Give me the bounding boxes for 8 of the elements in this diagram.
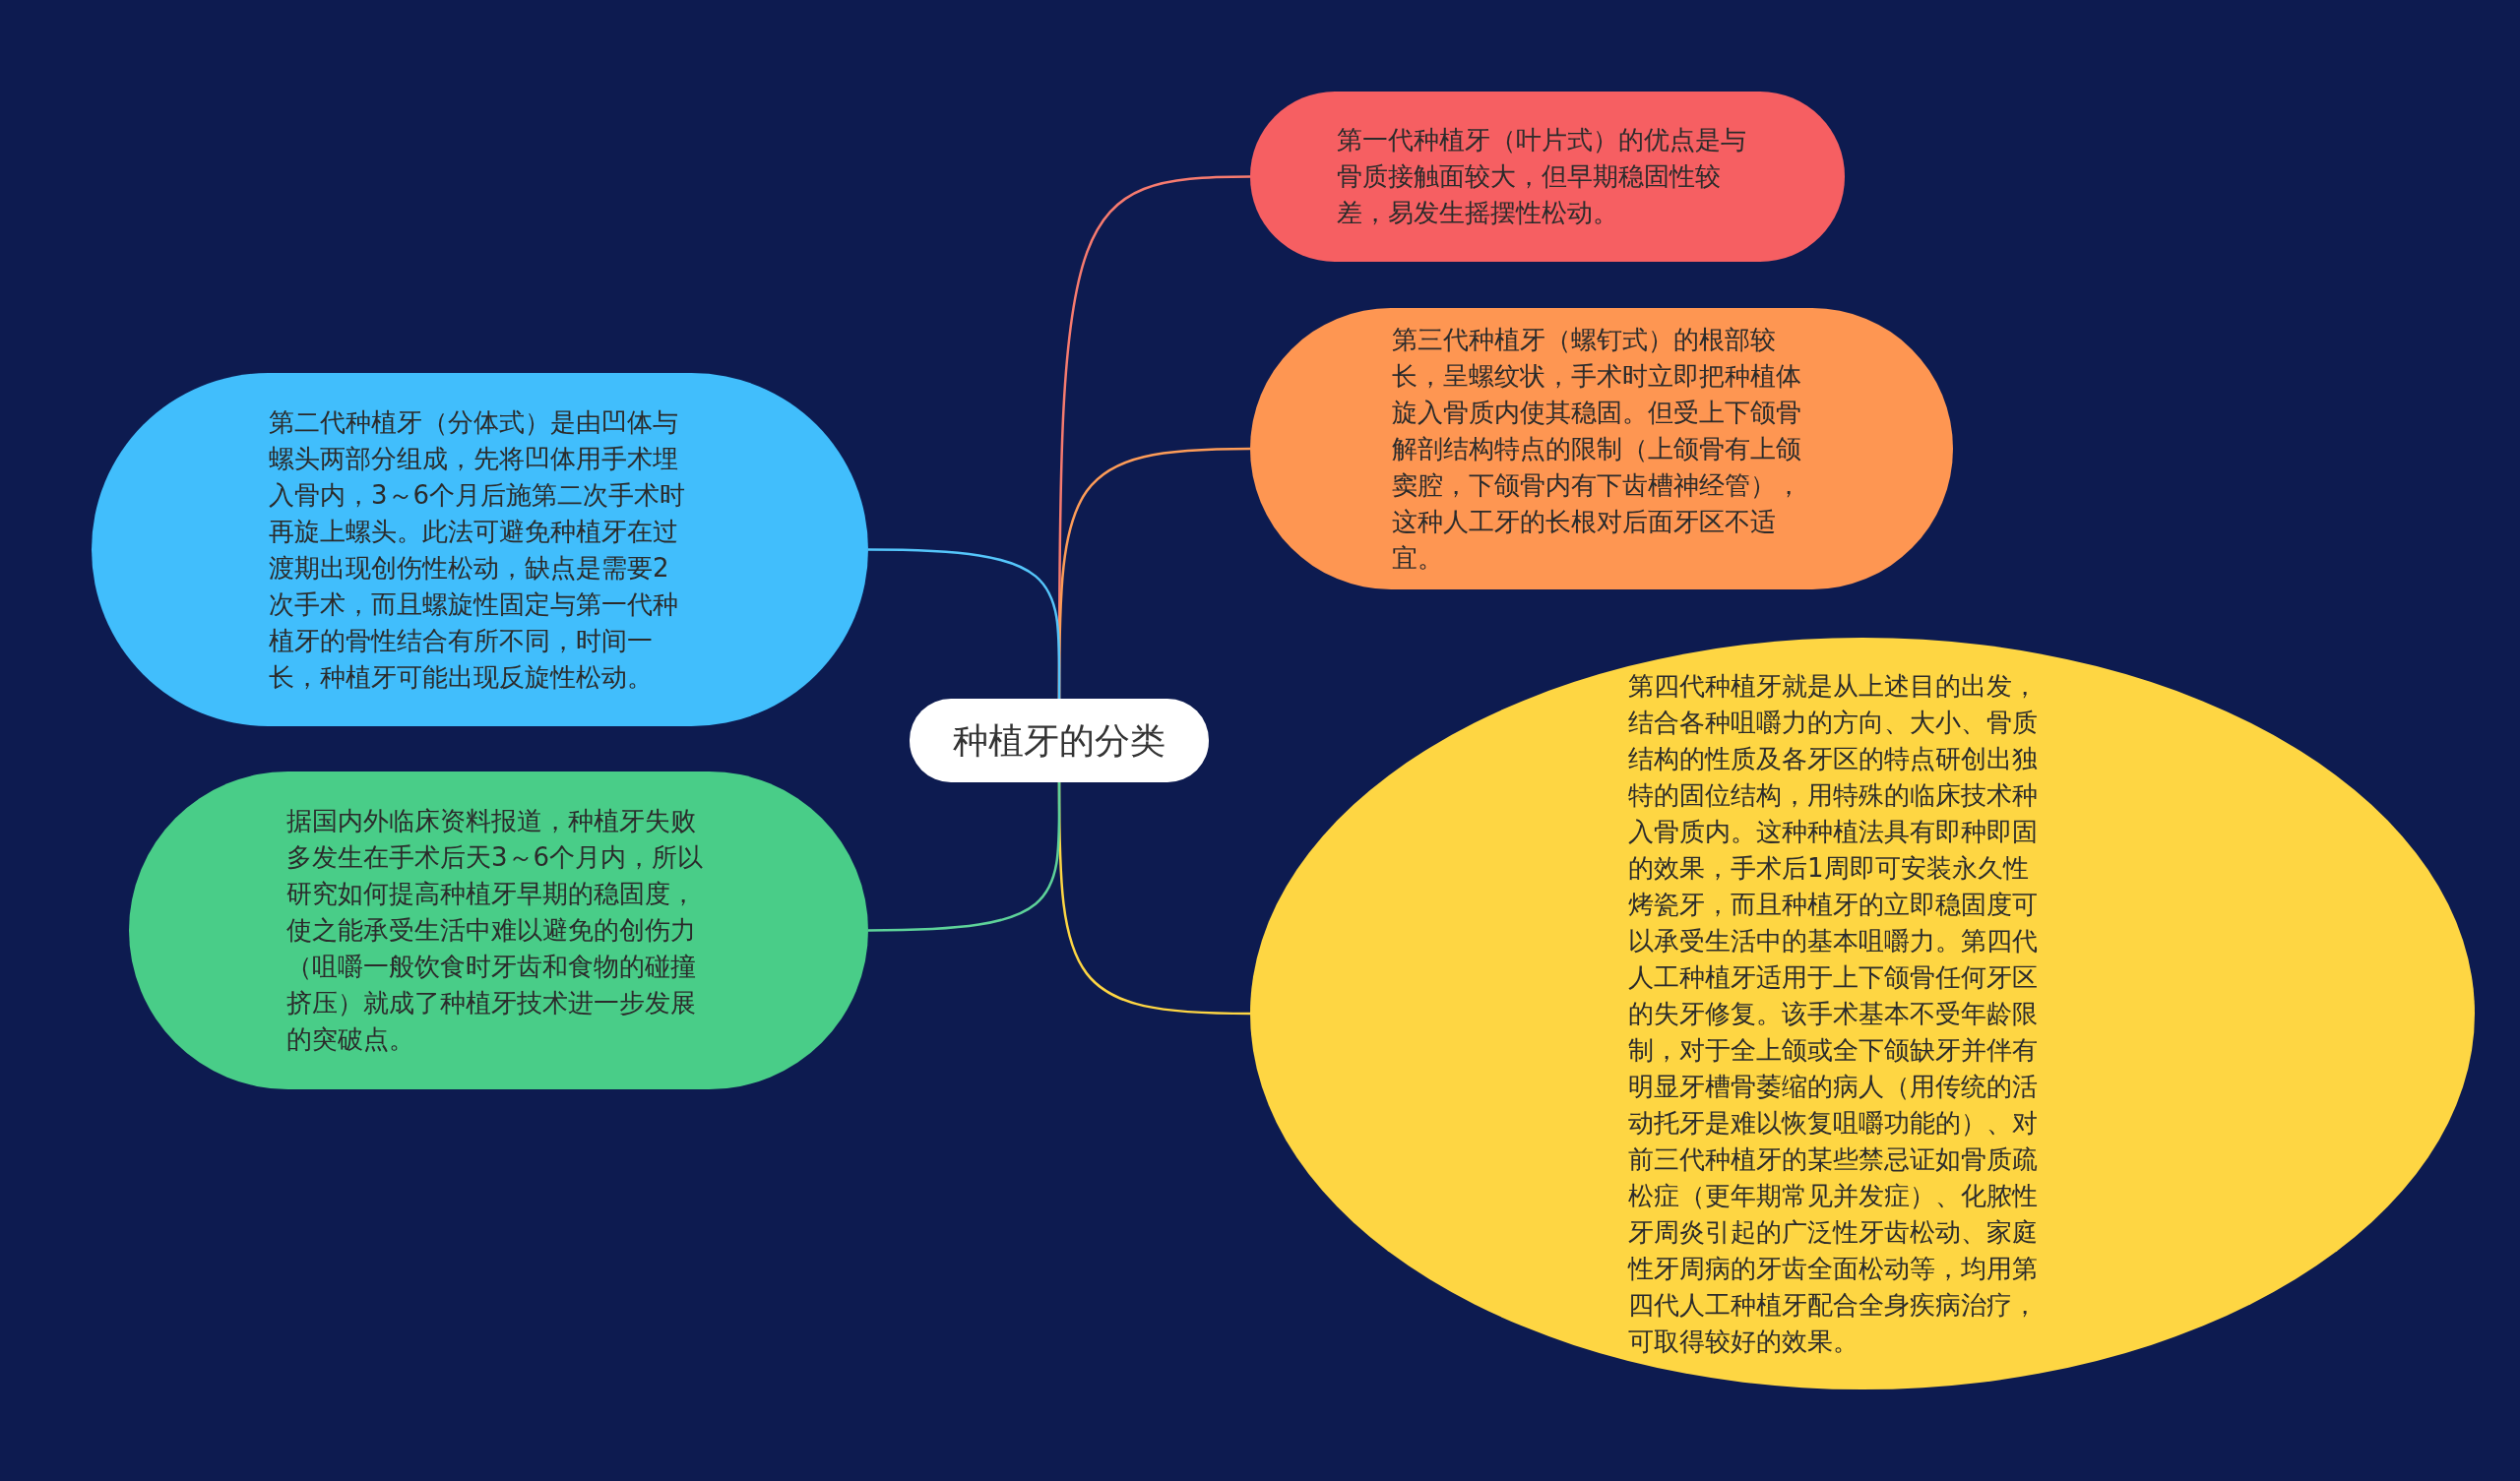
branch-topic-text: 据国内外临床资料报道，种植牙失败多发生在手术后天3～6个月内，所以研究如何提高种植牙早期的稳固度，使之能承受生活中难以避免的创伤力（咀嚼一般饮食时牙齿和食物的碰撞挤压）就成了种植牙技术进一步发展的突破点。 bbox=[286, 805, 705, 1056]
connector-line bbox=[868, 782, 1061, 932]
branch-topic-text: 第四代种植牙就是从上述目的出发，结合各种咀嚼力的方向、大小、骨质结构的性质及各牙区的特点研创出独特的固位结构，用特殊的临床技术种入骨质内。这种种植法具有即种即固的效果，手术后1周即可安装永久性烤瓷牙，而且种植牙的立即稳固度可以承受生活中的基本咀嚼力。第四代人工种植牙适用于上下颌骨任何牙区的失牙修复。该手术基本不受年龄限制，对于全上颌或全下颌缺牙并伴有明显牙槽骨萎缩的病人（用传统的活动托牙是难以恢复咀嚼功能的）、对前三代种植牙的某些禁忌证如骨质疏松症（更年期常见并发症）、化脓性牙周炎引起的广泛性牙齿松动、家庭性牙周病的牙齿全面松动等，均用第四代人工种植牙配合全身疾病治疗，可取得较好的效果。 bbox=[1628, 669, 2039, 1358]
branch-topic-text: 第三代种植牙（螺钉式）的根部较长，呈螺纹状，手术时立即把种植体旋入骨质内使其稳固。但受上下颌骨解剖结构特点的限制（上颌骨有上颌窦腔，下颌骨内有下齿槽神经管），这种人工牙的长根对后面牙区不适宜。 bbox=[1392, 323, 1802, 575]
connector-line bbox=[868, 548, 1061, 699]
branch-topic-text: 第二代种植牙（分体式）是由凹体与螺头两部分组成，先将凹体用手术埋入骨内，3～6个月后施第二次手术时再旋上螺头。此法可避免种植牙在过渡期出现创伤性松动，缺点是需要2次手术，而且螺旋性固定与第一代种植牙的骨性结合有所不同，时间一长，种植牙可能出现反旋性松动。 bbox=[269, 405, 687, 694]
central-topic-text: 种植牙的分类 bbox=[953, 718, 1166, 763]
branch-topic-text: 第一代种植牙（叶片式）的优点是与骨质接触面较大，但早期稳固性较差，易发生摇摆性松动。 bbox=[1337, 124, 1747, 229]
